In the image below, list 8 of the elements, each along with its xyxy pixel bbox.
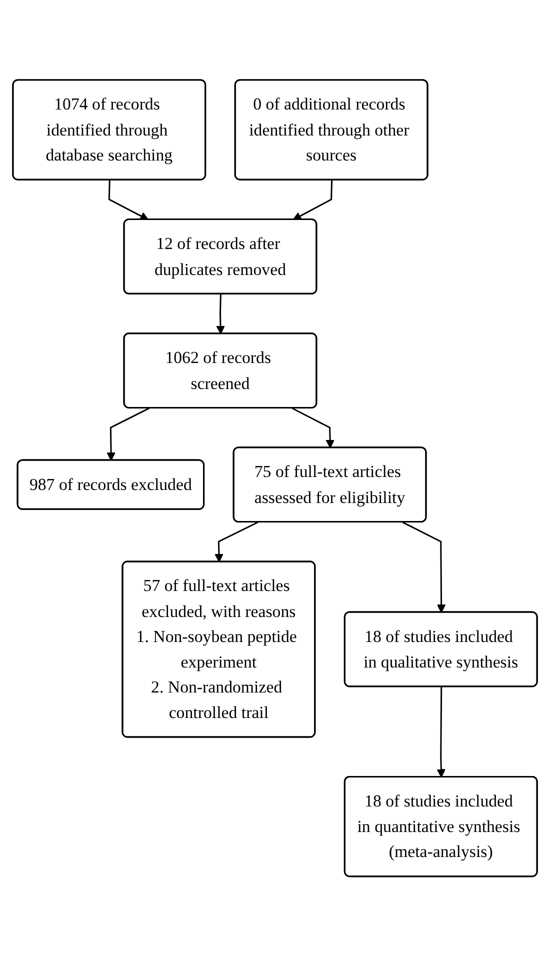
arrow [436,686,446,778]
arrow [108,180,149,220]
arrow [402,521,446,613]
arrow [292,180,333,220]
arrow [292,407,334,448]
arrow [214,521,258,562]
arrow [106,407,150,461]
arrow [216,294,225,334]
